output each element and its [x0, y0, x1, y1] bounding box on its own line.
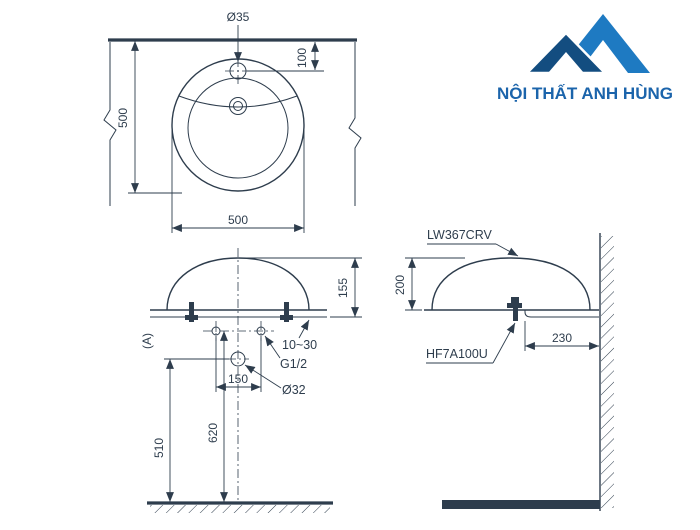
- logo-triangle-small-cutout: [548, 52, 584, 73]
- dim-155-label: 155: [336, 278, 350, 298]
- basin-front-profile: [166, 257, 310, 311]
- thread-leader: [264, 335, 281, 359]
- floor-bar-side: [442, 500, 600, 509]
- dim-620-label: 620: [206, 423, 220, 443]
- basin-side-profile: [431, 257, 591, 311]
- fixing-clamp-right: [280, 302, 293, 322]
- basin-inner-rim: [187, 77, 289, 179]
- overflow-hole-outer: [229, 97, 247, 115]
- faucet-hole-diameter-label: Ø35: [227, 10, 250, 24]
- overflow-hole-inner: [233, 101, 243, 111]
- break-line-right: [348, 42, 362, 206]
- dim-200-label: 200: [393, 275, 407, 295]
- counter-thickness-leader: [298, 319, 310, 339]
- mounting-hole-left: [211, 326, 221, 336]
- drain-model-leader: [492, 322, 516, 364]
- floor-hatch-front: [150, 505, 330, 513]
- drain-fitting: [507, 297, 522, 321]
- drain-diameter-label: Ø32: [282, 383, 306, 397]
- front-view: 10~30 G1/2 Ø32 155 (A) 150 620 510: [140, 248, 362, 513]
- break-line-left: [103, 42, 117, 206]
- model-label: LW367CRV: [427, 228, 493, 242]
- faucet-deck-edge: [178, 95, 298, 108]
- dim-100-label: 100: [295, 48, 309, 68]
- brand-name: NỘI THẤT ANH HÙNG: [497, 84, 673, 103]
- mounting-hole-right: [256, 326, 266, 336]
- fixing-clamp-left: [185, 302, 198, 322]
- dim-230-label: 230: [552, 331, 572, 345]
- brand-logo-icon: [524, 14, 650, 75]
- wall-hatch: [601, 236, 614, 508]
- dim-500h-label: 500: [228, 213, 248, 227]
- model-leader: [495, 243, 519, 257]
- side-view: LW367CRV 200 HF7A100U 230: [393, 228, 614, 511]
- counter-underside-side: [524, 310, 599, 318]
- section-a-label: (A): [140, 333, 154, 349]
- counter-thickness-label: 10~30: [282, 338, 317, 352]
- thread-label: G1/2: [280, 357, 307, 371]
- plan-view: Ø35 100 500 500: [103, 10, 362, 233]
- dim-150-label: 150: [228, 372, 248, 386]
- dim-500v-label: 500: [116, 108, 130, 128]
- drain-model-label: HF7A100U: [426, 347, 488, 361]
- dim-510-label: 510: [152, 438, 166, 458]
- drain-diameter-leader: [244, 364, 282, 389]
- brand: NỘI THẤT ANH HÙNG: [497, 14, 673, 103]
